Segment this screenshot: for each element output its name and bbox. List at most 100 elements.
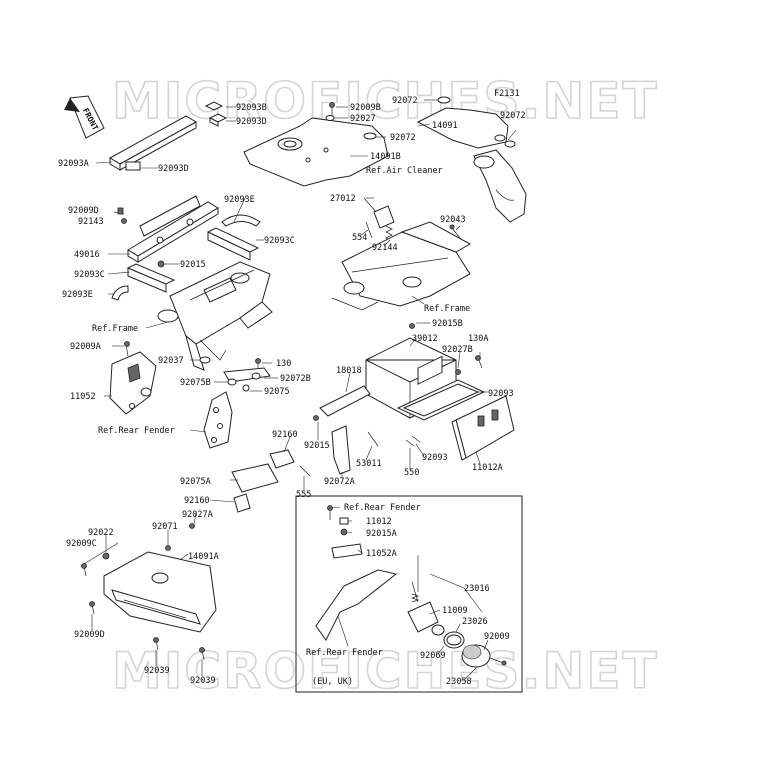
front-arrow-icon: FRONT	[64, 95, 105, 139]
lens-23058	[461, 644, 491, 668]
nut-92015a	[340, 528, 348, 536]
label-92009-box: 92009	[484, 632, 510, 642]
bushing-92037	[199, 356, 211, 364]
label-92015b: 92015B	[432, 319, 463, 329]
label-130: 130	[276, 359, 291, 369]
label-27012: 27012	[330, 194, 356, 204]
label-14091a: 14091A	[188, 552, 219, 562]
label-92160-low: 92160	[184, 496, 210, 506]
bolt-92039-right	[199, 647, 205, 661]
label-ref-air-cleaner: Ref.Air Cleaner	[366, 166, 443, 176]
label-11052a: 11052A	[366, 549, 397, 559]
bracket-11052a	[331, 543, 363, 559]
clip-11012	[339, 517, 349, 525]
seal-curve-92093e-left	[111, 285, 129, 301]
nut-92015-mid	[157, 260, 165, 268]
strip-92093c-right	[206, 227, 260, 261]
label-92009a: 92009A	[70, 342, 101, 352]
air-cleaner-duct	[473, 149, 527, 223]
label-ref-rear-fender-left: Ref.Rear Fender	[98, 426, 175, 436]
label-92093b: 92093B	[236, 103, 267, 113]
label-92039-left: 92039	[144, 666, 170, 676]
label-92144: 92144	[372, 243, 398, 253]
clip-92075b	[227, 378, 237, 386]
bolt-92039-left	[153, 637, 159, 651]
frame-right-section	[331, 221, 472, 311]
label-92015a: 92015A	[366, 529, 397, 539]
frame-assembly	[157, 261, 273, 371]
pad-92160-top	[269, 449, 295, 469]
washer-92027-top	[325, 115, 335, 121]
oring-92072-right	[504, 140, 516, 148]
label-130a: 130A	[468, 334, 488, 344]
label-92093c-right: 92093C	[264, 236, 295, 246]
label-92009b: 92009B	[350, 103, 381, 113]
bolt-92009d-low	[89, 601, 95, 615]
label-ref-frame-right: Ref.Frame	[424, 304, 470, 314]
watermark-bottom: MICROFICHES.NET	[112, 642, 659, 700]
ring-23026	[443, 631, 465, 649]
label-92015-mid: 92015	[180, 260, 206, 270]
label-92072b: 92072B	[280, 374, 311, 384]
label-92072a: 92072A	[324, 477, 355, 487]
bolt-130	[255, 358, 261, 372]
watermark-top: MICROFICHES.NET	[112, 72, 659, 130]
label-92071: 92071	[152, 522, 178, 532]
label-eu-uk: (EU, UK)	[312, 677, 353, 687]
label-92043: 92043	[440, 215, 466, 225]
label-92072-mid: 92072	[390, 133, 416, 143]
label-11052: 11052	[70, 392, 96, 402]
label-14091b: 14091B	[370, 152, 401, 162]
panel-14091b	[243, 117, 389, 187]
figure-code: F2131	[494, 89, 520, 99]
label-39012: 39012	[412, 334, 438, 344]
seal-curve-92093e-right	[221, 214, 261, 227]
panel-14091	[416, 107, 509, 149]
pad-92160-low	[233, 493, 251, 513]
bolt-92009c	[81, 563, 87, 577]
label-550: 550	[404, 468, 419, 478]
label-92143: 92143	[78, 217, 104, 227]
label-23026: 23026	[462, 617, 488, 627]
label-92093d-mid: 92093D	[158, 164, 189, 174]
label-18018: 18018	[336, 366, 362, 376]
label-92009d-left: 92009D	[68, 206, 99, 216]
label-555: 555	[296, 490, 311, 500]
label-92093a: 92093A	[58, 159, 89, 169]
label-11009: 11009	[442, 606, 468, 616]
pad-92075a	[231, 463, 279, 493]
screw-92009d	[113, 207, 125, 215]
label-23016: 23016	[464, 584, 490, 594]
screw-92022	[102, 552, 110, 560]
nut-92015-low	[313, 415, 319, 421]
label-92093c-left: 92093C	[74, 270, 105, 280]
bracket-18018	[319, 385, 371, 417]
label-ref-rear-fender-box: Ref.Rear Fender	[344, 503, 421, 513]
label-11012a: 11012A	[472, 463, 503, 473]
oring-92072-mid	[363, 132, 377, 140]
label-92069: 92069	[420, 651, 446, 661]
label-ref-rear-fender-box2: Ref.Rear Fender	[306, 648, 383, 658]
label-92072-top: 92072	[392, 96, 418, 106]
bolt-92009a	[124, 341, 130, 357]
eu-uk-box	[295, 495, 523, 693]
pin-550	[405, 435, 421, 447]
label-92027a: 92027A	[182, 510, 213, 520]
leader-lines	[83, 99, 517, 681]
nut-92143	[121, 218, 127, 224]
label-49016: 49016	[74, 250, 100, 260]
nut-92027a	[189, 523, 195, 529]
oring-92072-top	[437, 96, 451, 104]
clip-53011	[367, 431, 379, 447]
label-23058: 23058	[446, 677, 472, 687]
bracket-11052	[109, 351, 157, 415]
label-ref-frame-left: Ref.Frame	[92, 324, 138, 334]
screw-92071	[165, 545, 171, 551]
pad-92075	[242, 384, 250, 392]
label-92075: 92075	[264, 387, 290, 397]
bracket-92072a	[331, 425, 351, 475]
bracket-49016	[127, 195, 219, 263]
bolt-box-top	[327, 505, 333, 520]
label-92015-low: 92015	[304, 441, 330, 451]
